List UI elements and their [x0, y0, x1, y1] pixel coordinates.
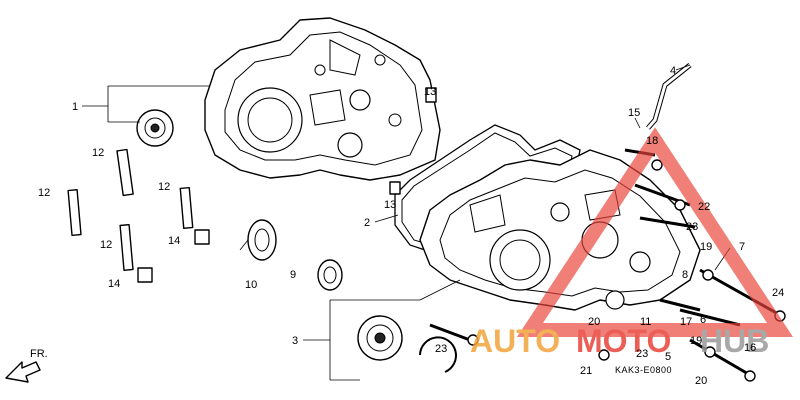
- callout-label: 15: [628, 107, 640, 119]
- callout-label: 9: [290, 269, 296, 281]
- left-crankcase-half: [204, 17, 441, 181]
- callout-label: 14: [168, 235, 180, 247]
- callout-label: 19: [700, 241, 712, 253]
- callout-label: 23: [435, 343, 447, 355]
- callout-label: 20: [695, 375, 707, 387]
- automotohub-watermark: AUTO MOTO HUB: [470, 127, 793, 359]
- callout-label: 12: [158, 181, 170, 193]
- fr-label: FR.: [30, 348, 48, 360]
- bearing-upper-left: [136, 109, 174, 147]
- stud-bolt-group: [67, 87, 437, 283]
- callout-label: 22: [698, 201, 710, 213]
- callout-label: 17: [680, 316, 692, 328]
- callout-label: 12: [92, 147, 104, 159]
- callout-label: 3: [292, 335, 298, 347]
- front-direction-arrow: FR.: [5, 348, 48, 383]
- callout-label: 18: [646, 135, 658, 147]
- oil-seal-9: [317, 259, 343, 291]
- callout-label: 6: [700, 314, 706, 326]
- watermark-text-hub: HUB: [700, 323, 769, 359]
- callout-label: 14: [108, 278, 120, 290]
- callout-label: 4: [670, 65, 676, 77]
- callout-label: 19: [690, 335, 702, 347]
- callout-label: 24: [772, 287, 784, 299]
- watermark-text-auto: AUTO: [470, 323, 560, 359]
- watermark-text-moto: MOTO: [576, 323, 671, 359]
- callout-label: 11: [640, 316, 651, 328]
- callout-label: 12: [100, 239, 112, 251]
- callout-label: 21: [580, 365, 592, 377]
- callout-label: 8: [682, 269, 688, 281]
- callout-label: 13: [384, 199, 396, 211]
- callout-label: 7: [739, 241, 745, 253]
- callout-label: 20: [588, 316, 600, 328]
- bearing-3: [357, 315, 403, 361]
- circlip: [419, 336, 457, 373]
- callout-label: 16: [744, 342, 756, 354]
- callout-label: 1: [72, 101, 78, 113]
- callout-label: 13: [424, 86, 436, 98]
- callout-label: 23: [636, 348, 648, 360]
- oil-seal-10: [247, 219, 277, 261]
- callout-label: 10: [245, 279, 257, 291]
- diagram-part-code: KAK3-E0800: [615, 365, 672, 375]
- callout-label: 2: [364, 217, 370, 229]
- breather-tube: [646, 63, 692, 130]
- watermark-triangle-logo: [517, 127, 793, 337]
- callout-label: 12: [38, 187, 50, 199]
- callout-label: 23: [686, 221, 698, 233]
- callout-labels: 1 2 3 4 5 6 7 8 9 10 11 12 12 12 12 13 1…: [38, 65, 784, 387]
- callout-label: 5: [665, 351, 671, 363]
